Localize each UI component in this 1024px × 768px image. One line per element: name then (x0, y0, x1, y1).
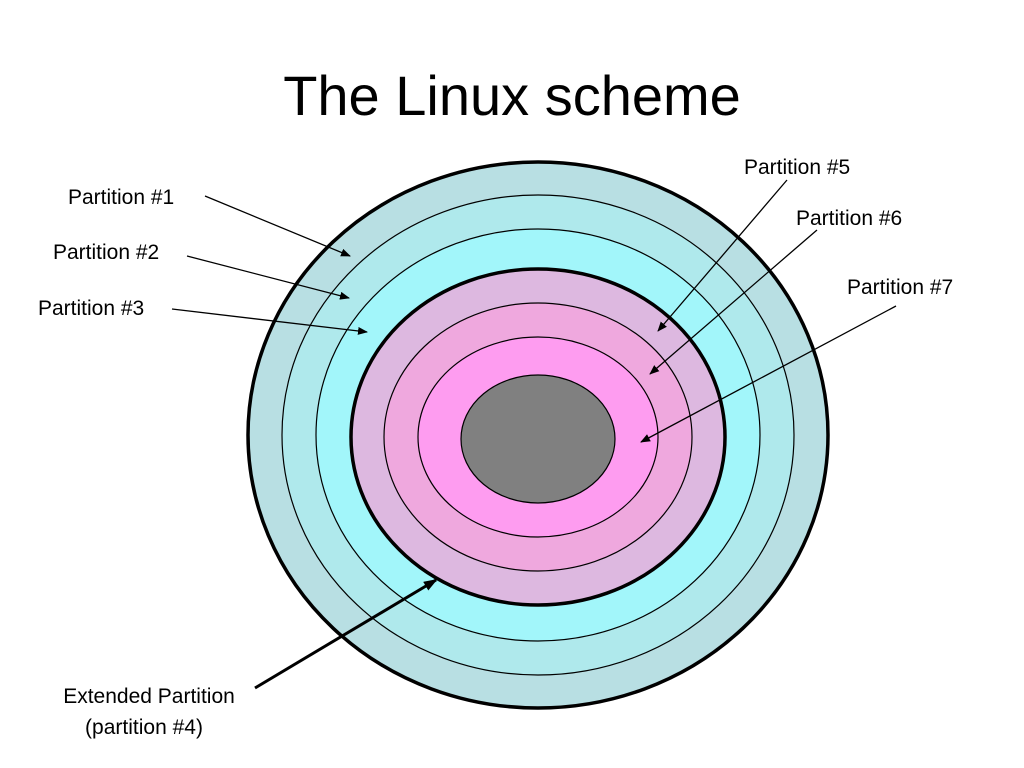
partition-7-label: Partition #7 (847, 276, 953, 299)
partition-3-label: Partition #3 (38, 297, 144, 320)
slide-title: The Linux scheme (283, 64, 741, 127)
partition-6-label: Partition #6 (796, 207, 902, 230)
partition-1-arrow (204, 195, 351, 257)
partition-7-arrow (640, 305, 897, 443)
partition-2-arrow (186, 255, 350, 300)
partition-5-arrow (657, 179, 788, 332)
extended-partition-sublabel: (partition #4) (85, 716, 203, 739)
disk-hub (460, 374, 616, 504)
partition-6-arrow (649, 229, 818, 375)
extended-partition-label: Extended Partition (63, 685, 235, 708)
partition-3-arrow (171, 308, 368, 335)
partition-5-label: Partition #5 (744, 156, 850, 179)
partition-1-label: Partition #1 (68, 186, 174, 209)
partition-2-label: Partition #2 (53, 241, 159, 264)
extended-partition-arrow (254, 578, 438, 690)
